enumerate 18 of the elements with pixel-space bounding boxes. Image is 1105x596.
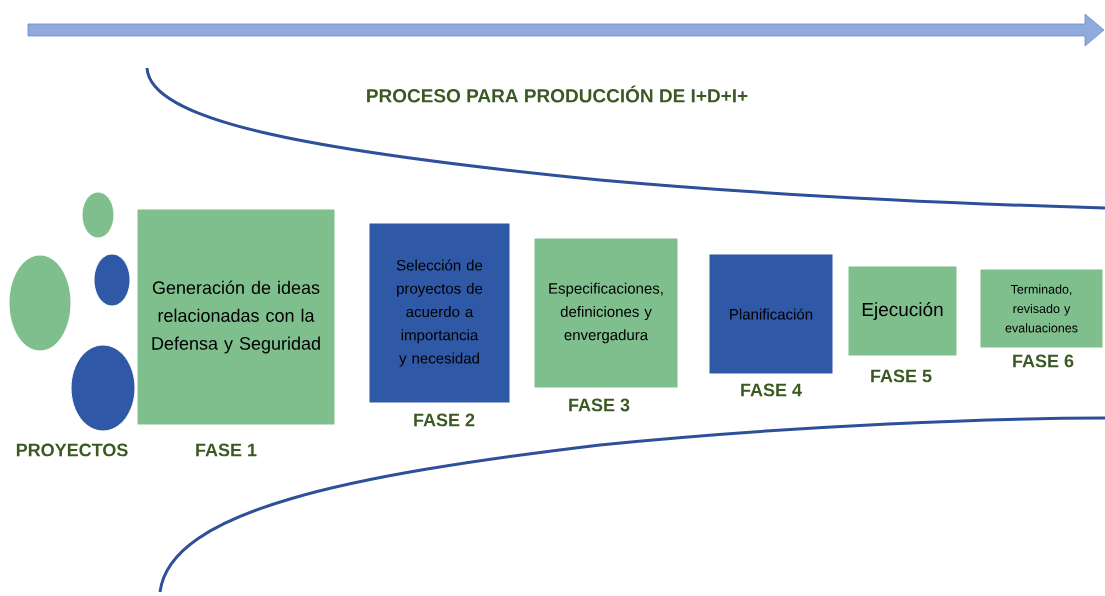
phase-box: Especificaciones, definiciones y envergadura <box>533 237 679 389</box>
phase-label: FASE 6 <box>1013 354 1074 368</box>
circle <box>81 191 115 239</box>
phase-box: Ejecución <box>847 265 958 357</box>
circle <box>8 254 72 352</box>
phase-label: FASE 4 <box>741 383 802 397</box>
circle <box>70 344 136 432</box>
phase-box: Planificación <box>708 253 834 375</box>
circle <box>93 253 131 307</box>
phase-box: Terminado, revisado y evaluaciones <box>979 268 1104 349</box>
group-label: PROYECTOS <box>16 443 128 457</box>
title: PROCESO PARA PRODUCCIÓN DE I+D+I+ <box>367 85 748 103</box>
phase-label: FASE 3 <box>569 398 630 412</box>
phase-box: Generación de ideas relacionadas con la Defensa y Seguridad <box>136 208 336 426</box>
phase-label: FASE 5 <box>871 369 932 383</box>
phase-box: Selección de proyectos de acuerdo a importancia y necesidad <box>368 222 511 404</box>
phase-label: FASE 1 <box>196 443 257 457</box>
phase-label: FASE 2 <box>414 413 475 427</box>
